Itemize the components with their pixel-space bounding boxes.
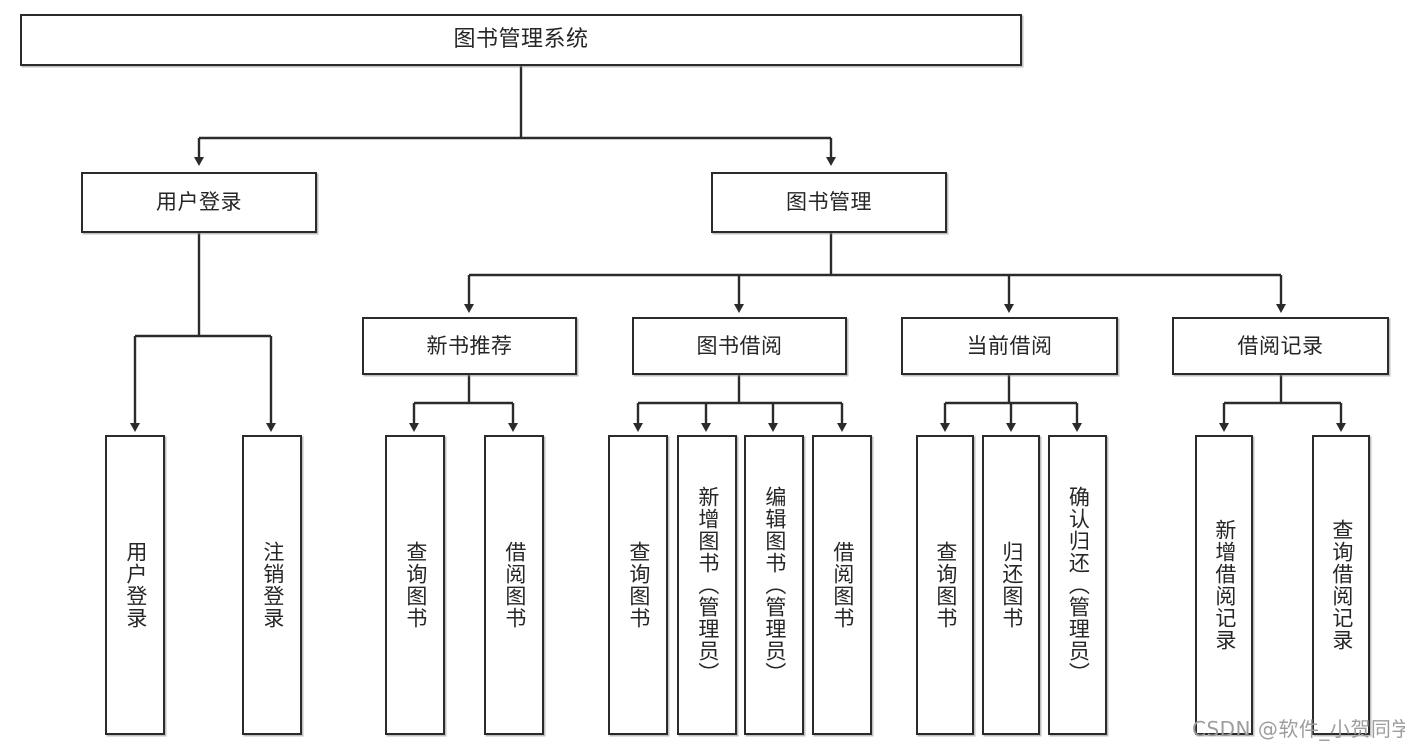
node-leaf-query-record[interactable]: 查询借阅记录 <box>1312 435 1370 735</box>
node-leaf-borrow-book-2[interactable]: 借阅图书 <box>812 435 872 735</box>
node-leaf-edit-book[interactable]: 编辑图书（管理员） <box>744 435 804 735</box>
node-book-borrow[interactable]: 图书借阅 <box>632 317 847 375</box>
node-leaf-edit-book-label: 编辑图书（管理员） <box>762 486 787 684</box>
node-leaf-user-login[interactable]: 用户登录 <box>105 435 165 735</box>
node-leaf-add-record[interactable]: 新增借阅记录 <box>1195 435 1253 735</box>
node-book-borrow-label: 图书借阅 <box>696 333 783 358</box>
node-leaf-query-book-2[interactable]: 查询图书 <box>608 435 668 735</box>
node-leaf-add-book[interactable]: 新增图书（管理员） <box>677 435 737 735</box>
node-leaf-borrow-book-2-label: 借阅图书 <box>830 541 855 629</box>
node-user-login[interactable]: 用户登录 <box>81 172 317 233</box>
node-new-book-recommend[interactable]: 新书推荐 <box>362 317 577 375</box>
node-leaf-logout-login[interactable]: 注销登录 <box>242 435 302 735</box>
node-book-manage-label: 图书管理 <box>786 190 872 215</box>
node-leaf-add-book-label: 新增图书（管理员） <box>695 486 720 684</box>
node-leaf-confirm-return[interactable]: 确认归还（管理员） <box>1048 435 1107 735</box>
node-borrow-record[interactable]: 借阅记录 <box>1172 317 1389 375</box>
node-leaf-user-login-label: 用户登录 <box>123 541 148 629</box>
node-new-book-recommend-label: 新书推荐 <box>426 333 513 358</box>
node-book-manage[interactable]: 图书管理 <box>711 172 947 233</box>
node-leaf-return-book-label: 归还图书 <box>999 541 1024 629</box>
node-root[interactable]: 图书管理系统 <box>20 14 1022 66</box>
node-leaf-add-record-label: 新增借阅记录 <box>1212 519 1237 651</box>
node-leaf-borrow-book-1-label: 借阅图书 <box>502 541 527 629</box>
node-user-login-label: 用户登录 <box>156 190 242 215</box>
node-leaf-query-book-1[interactable]: 查询图书 <box>385 435 445 735</box>
node-leaf-query-book-3-label: 查询图书 <box>933 541 958 629</box>
node-borrow-record-label: 借阅记录 <box>1237 333 1324 358</box>
node-leaf-query-book-2-label: 查询图书 <box>626 541 651 629</box>
node-current-borrow-label: 当前借阅 <box>966 333 1053 358</box>
node-leaf-logout-login-label: 注销登录 <box>260 541 285 629</box>
node-leaf-borrow-book-1[interactable]: 借阅图书 <box>484 435 544 735</box>
node-leaf-return-book[interactable]: 归还图书 <box>982 435 1040 735</box>
node-leaf-confirm-return-label: 确认归还（管理员） <box>1066 486 1091 684</box>
node-leaf-query-record-label: 查询借阅记录 <box>1329 519 1354 651</box>
node-current-borrow[interactable]: 当前借阅 <box>901 317 1118 375</box>
csdn-watermark: CSDN @软件_小贺同学 <box>1192 717 1405 741</box>
node-root-label: 图书管理系统 <box>453 27 589 53</box>
node-leaf-query-book-1-label: 查询图书 <box>403 541 428 629</box>
node-leaf-query-book-3[interactable]: 查询图书 <box>916 435 974 735</box>
